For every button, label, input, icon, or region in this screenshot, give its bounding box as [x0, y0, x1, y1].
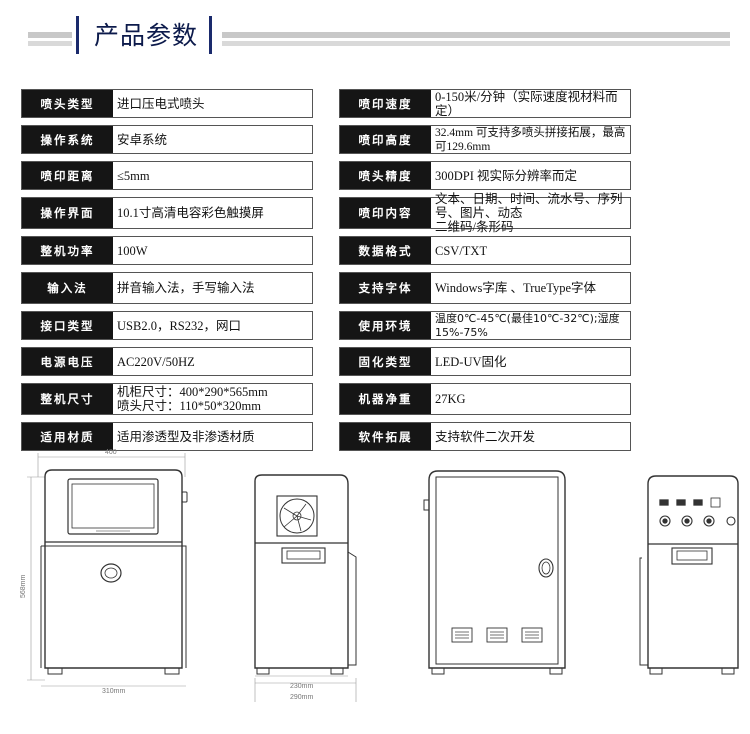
spec-value-line: 机柜尺寸：400*290*565mm	[117, 385, 268, 399]
spec-label: 输入法	[22, 273, 113, 303]
spec-value: AC220V/50HZ	[117, 354, 195, 369]
spec-row: 输入法 拼音输入法，手写输入法	[21, 272, 313, 304]
spec-value: CSV/TXT	[435, 243, 488, 258]
spec-value: 温度0℃-45℃(最佳10℃-32℃);湿度15%-75%	[435, 311, 620, 339]
spec-value-line: 文本、日期、时间、流水号、序列号、图片、动态	[435, 192, 623, 220]
side-view-drawing	[254, 474, 357, 702]
spec-label: 整机尺寸	[22, 384, 113, 414]
spec-label: 操作界面	[22, 198, 113, 228]
spec-label: 电源电压	[22, 348, 113, 375]
header-rule-left	[76, 16, 79, 54]
rear-view-drawing	[423, 470, 566, 675]
spec-value: 32.4mm 可支持多喷头拼接拓展，最高可129.6mm	[435, 126, 626, 153]
dim-front-base: 310mm	[102, 688, 126, 695]
spec-value-line: 喷头尺寸：110*50*320mm	[117, 399, 261, 413]
spec-row: 操作系统 安卓系统	[21, 125, 313, 154]
page-title: 产品参数	[93, 21, 198, 50]
spec-label: 喷印高度	[340, 126, 431, 153]
spec-value: LED-UV固化	[435, 354, 507, 369]
spec-value: USB2.0，RS232，网口	[117, 318, 241, 333]
spec-label: 整机功率	[22, 237, 113, 264]
spec-value: 适用渗透型及非渗透材质	[117, 429, 255, 444]
spec-label: 适用材质	[22, 423, 113, 450]
spec-row: 机器净重 27KG	[339, 383, 631, 415]
spec-row: 使用环境 温度0℃-45℃(最佳10℃-32℃);湿度15%-75%	[339, 311, 631, 340]
spec-value: 拼音输入法，手写输入法	[117, 281, 255, 295]
spec-value: Windows字库 、TrueType字体	[435, 281, 597, 295]
spec-label: 支持字体	[340, 273, 431, 303]
spec-value: 0-150米/分钟（实际速度视材料而定）	[435, 89, 618, 118]
header-title-box: 产品参数	[72, 14, 222, 56]
header-rule-right	[209, 16, 212, 54]
spec-value-line: 二维码/条形码	[435, 220, 514, 234]
spec-label: 喷印速度	[340, 90, 431, 117]
spec-value: 文本、日期、时间、流水号、序列号、图片、动态 二维码/条形码	[431, 192, 630, 234]
dim-front-width: 400	[105, 449, 117, 456]
section-header: 产品参数	[28, 14, 730, 56]
spec-row: 适用材质 适用渗透型及非渗透材质	[21, 422, 313, 451]
dim-side-inner: 230mm	[290, 683, 314, 690]
spec-row: 操作界面 10.1寸高清电容彩色触摸屏	[21, 197, 313, 229]
spec-label: 软件拓展	[340, 423, 431, 450]
spec-label: 操作系统	[22, 126, 113, 153]
spec-row: 接口类型 USB2.0，RS232，网口	[21, 311, 313, 340]
spec-value: 机柜尺寸：400*290*565mm 喷头尺寸：110*50*320mm	[113, 384, 312, 414]
connector-view-drawing	[639, 475, 739, 675]
spec-row: 电源电压 AC220V/50HZ	[21, 347, 313, 376]
spec-label: 喷印距离	[22, 162, 113, 189]
header-bar-top	[28, 32, 730, 38]
spec-row: 固化类型 LED-UV固化	[339, 347, 631, 376]
spec-value: 27KG	[435, 392, 466, 406]
spec-label: 机器净重	[340, 384, 431, 414]
spec-value: 进口压电式喷头	[117, 96, 205, 111]
spec-table-left: 喷头类型 进口压电式喷头 操作系统 安卓系统 喷印距离 ≤5mm 操作界面 10…	[21, 89, 313, 458]
spec-label: 使用环境	[340, 312, 431, 339]
spec-row: 喷印内容 文本、日期、时间、流水号、序列号、图片、动态 二维码/条形码	[339, 192, 631, 234]
spec-row: 数据格式 CSV/TXT	[339, 236, 631, 265]
spec-row: 整机尺寸 机柜尺寸：400*290*565mm 喷头尺寸：110*50*320m…	[21, 383, 313, 415]
spec-label: 接口类型	[22, 312, 113, 339]
spec-row: 喷印距离 ≤5mm	[21, 161, 313, 190]
spec-label: 数据格式	[340, 237, 431, 264]
spec-row: 喷印速度 0-150米/分钟（实际速度视材料而定）	[339, 89, 631, 118]
spec-table-right: 喷印速度 0-150米/分钟（实际速度视材料而定） 喷印高度 32.4mm 可支…	[339, 89, 631, 458]
technical-drawings: 400 568mm 310mm 230mm 290mm	[0, 440, 750, 734]
spec-row: 喷头精度 300DPI 视实际分辨率而定	[339, 161, 631, 190]
spec-row: 支持字体 Windows字库 、TrueType字体	[339, 272, 631, 304]
spec-label: 喷印内容	[340, 198, 431, 228]
dim-front-height: 568mm	[20, 574, 27, 598]
spec-value: 支持软件二次开发	[435, 429, 536, 444]
spec-value: ≤5mm	[117, 168, 150, 183]
spec-value: 10.1寸高清电容彩色触摸屏	[117, 206, 264, 220]
spec-row: 喷头类型 进口压电式喷头	[21, 89, 313, 118]
spec-row: 软件拓展 支持软件二次开发	[339, 422, 631, 451]
spec-value: 100W	[117, 243, 148, 258]
spec-value: 安卓系统	[117, 132, 168, 147]
spec-value: 300DPI 视实际分辨率而定	[435, 168, 578, 183]
spec-row: 喷印高度 32.4mm 可支持多喷头拼接拓展，最高可129.6mm	[339, 125, 631, 154]
spec-label: 喷头类型	[22, 90, 113, 117]
drawings-svg: 400 568mm 310mm 230mm 290mm	[20, 449, 739, 702]
dim-side-outer: 290mm	[290, 694, 314, 701]
front-view-drawing	[27, 453, 188, 687]
spec-label: 喷头精度	[340, 162, 431, 189]
spec-label: 固化类型	[340, 348, 431, 375]
header-bar-bottom	[28, 41, 730, 46]
spec-row: 整机功率 100W	[21, 236, 313, 265]
